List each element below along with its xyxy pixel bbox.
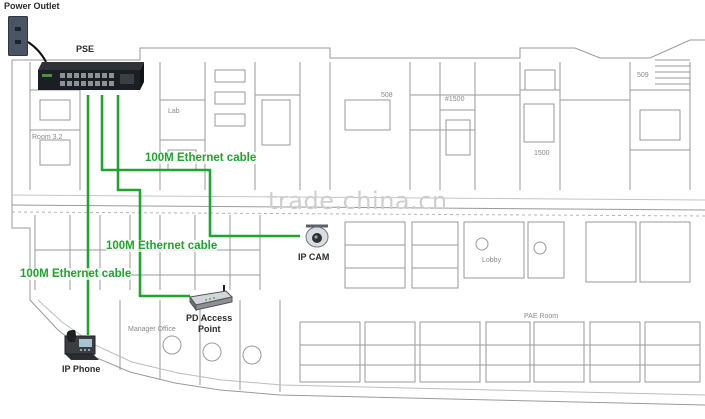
room-tag: PAE Room (524, 313, 559, 320)
ip-phone-label: IP Phone (62, 364, 101, 374)
room-tag: Manager Office (128, 326, 176, 333)
room-tag: 1500 (534, 150, 550, 157)
power-outlet-label: Power Outlet (4, 1, 60, 11)
ethernet-cable-label: 100M Ethernet cable (106, 240, 218, 252)
pd-access-point-label-line2: Point (198, 324, 221, 334)
power-outlet-icon (8, 16, 28, 56)
room-tag: 509 (637, 72, 649, 79)
room-tag: Room 3.2 (32, 134, 63, 141)
room-tag: Lab (168, 108, 180, 115)
ip-phone-icon (64, 330, 99, 360)
pse-label: PSE (76, 44, 95, 54)
room-tag: 508 (381, 92, 393, 99)
room-tag: Lobby (482, 257, 502, 264)
ethernet-cable-label: 100M Ethernet cable (145, 152, 257, 164)
watermark-text: trade.china.cn (268, 187, 448, 215)
room-tag: #1500 (445, 96, 465, 103)
pse-switch-icon (38, 62, 144, 90)
ethernet-cable-label: 100M Ethernet cable (20, 268, 132, 280)
pd-access-point-label-line1: PD Access (186, 313, 233, 323)
ip-cam-label: IP CAM (298, 252, 330, 262)
access-point-icon (189, 285, 233, 311)
ip-camera-icon (305, 224, 329, 248)
